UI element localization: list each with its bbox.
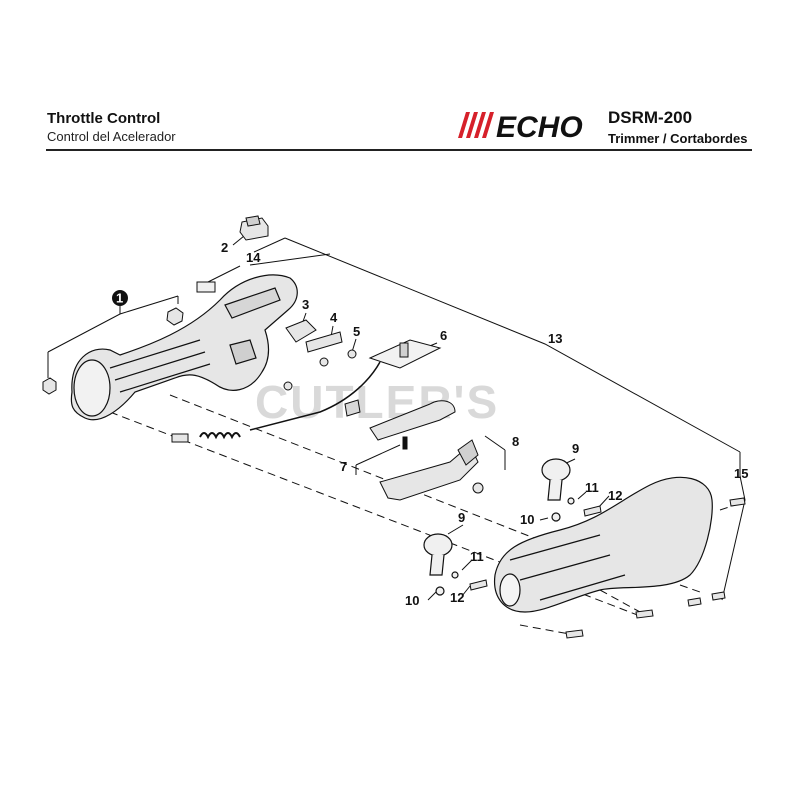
watermark-text: CUTLER'S (255, 376, 499, 428)
clamps (423, 458, 575, 596)
page-title: Throttle Control (47, 110, 161, 127)
model-number: DSRM-200 (608, 108, 693, 127)
callout-15: 15 (734, 466, 748, 481)
callout-3: 3 (302, 297, 309, 312)
callout-9-left: 9 (458, 510, 465, 525)
callout-1: 1 (116, 291, 123, 306)
callout-7: 7 (340, 459, 347, 474)
header-rule (46, 149, 752, 151)
callout-10-left: 10 (405, 593, 419, 608)
clamp (541, 458, 571, 482)
exploded-parts-diagram: CUTLER'S (42, 215, 748, 639)
spring (199, 432, 241, 440)
washer (435, 586, 445, 596)
small-parts (42, 215, 484, 501)
callout-10-right: 10 (520, 512, 534, 527)
callout-11-left: 11 (470, 549, 484, 564)
washer (551, 512, 561, 522)
washer (567, 497, 575, 505)
switch (285, 319, 317, 343)
callout-9-right: 9 (572, 441, 579, 456)
callout-labels: 1 2 3 4 5 6 7 8 9 9 10 10 11 11 12 12 13… (116, 240, 748, 608)
product-subtitle: Trimmer / Cortabordes (608, 131, 748, 146)
screw (347, 349, 357, 359)
callout-6: 6 (440, 328, 447, 343)
washer (451, 571, 459, 579)
leader-lines (47, 235, 746, 601)
callout-5: 5 (353, 324, 360, 339)
callout-12-left: 12 (450, 590, 464, 605)
callout-14: 14 (246, 250, 261, 265)
callout-4: 4 (330, 310, 338, 325)
header: Throttle Control Control del Acelerador … (0, 0, 800, 160)
linkage (369, 400, 456, 441)
callout-8: 8 (512, 434, 519, 449)
nut (42, 377, 57, 395)
screw (319, 357, 329, 367)
handle-cover (494, 476, 713, 613)
callout-12-right: 12 (608, 488, 622, 503)
nut (166, 307, 184, 326)
callout-11-right: 11 (585, 480, 599, 495)
callout-1-marker (112, 290, 128, 306)
switch-plate (305, 331, 343, 353)
label-plate (196, 281, 216, 293)
trigger (379, 444, 479, 501)
clamp (423, 533, 453, 557)
callout-13: 13 (548, 331, 562, 346)
handle-housing (70, 274, 298, 421)
screw (283, 381, 293, 391)
screws (469, 497, 746, 639)
echo-logo: ECHO (458, 111, 583, 144)
page-title-spanish: Control del Acelerador (47, 129, 176, 144)
pin (402, 436, 408, 450)
callout-2: 2 (221, 240, 228, 255)
brand-text: ECHO (496, 111, 583, 144)
